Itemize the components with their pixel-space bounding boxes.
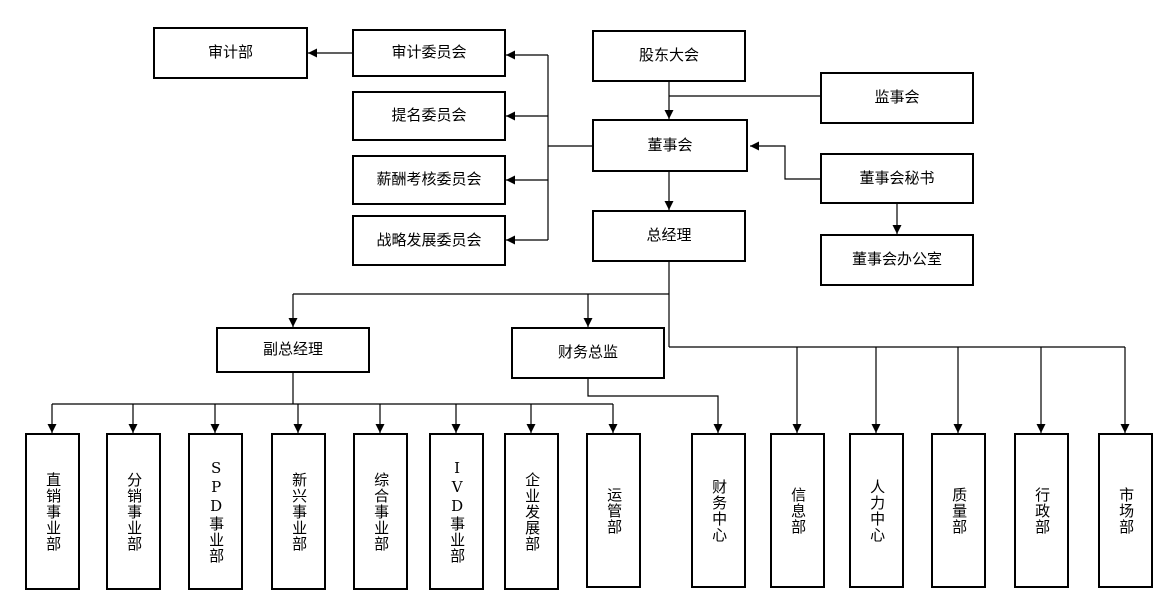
deputy-general-manager-box: 副总经理 — [216, 327, 370, 373]
board-secretary-box: 董事会秘书 — [820, 153, 974, 204]
spd-box: SPD事业部 — [188, 433, 243, 590]
strategy-committee-box: 战略发展委员会 — [352, 215, 506, 266]
general-manager-label: 总经理 — [646, 226, 692, 245]
finance-center-box: 财务中心 — [691, 433, 746, 588]
distribution-label: 分销事业部 — [125, 471, 144, 552]
board-office-label: 董事会办公室 — [851, 250, 942, 269]
audit-committee-label: 审计委员会 — [391, 43, 467, 62]
deputy-general-manager-label: 副总经理 — [262, 340, 323, 359]
finance-center-label: 财务中心 — [710, 478, 729, 543]
shareholders-meeting-label: 股东大会 — [638, 46, 699, 65]
general-manager-box: 总经理 — [592, 210, 746, 262]
marketing-label: 市场部 — [1117, 486, 1136, 535]
strategy-committee-label: 战略发展委员会 — [376, 230, 482, 249]
line-secretary-to-board — [750, 141, 820, 180]
information-label: 信息部 — [789, 486, 808, 535]
information-box: 信息部 — [770, 433, 825, 588]
direct-sales-label: 直销事业部 — [44, 471, 63, 552]
operations-box: 运管部 — [586, 433, 641, 588]
supervisory-board-box: 监事会 — [820, 72, 974, 124]
cfo-box: 财务总监 — [511, 327, 665, 379]
distribution-box: 分销事业部 — [106, 433, 161, 590]
board-label: 董事会 — [647, 135, 693, 154]
comprehensive-label: 综合事业部 — [372, 471, 391, 552]
emerging-box: 新兴事业部 — [271, 433, 326, 590]
nomination-committee-label: 提名委员会 — [391, 106, 467, 125]
hr-center-label: 人力中心 — [868, 478, 887, 543]
board-office-box: 董事会办公室 — [820, 234, 974, 286]
line-cfo-to-finance — [587, 379, 723, 433]
corp-development-label: 企业发展部 — [523, 471, 542, 552]
compensation-committee-label: 薪酬考核委员会 — [376, 170, 482, 189]
supervisory-board-label: 监事会 — [874, 88, 920, 107]
quality-label: 质量部 — [950, 486, 969, 535]
audit-dept-label: 审计部 — [207, 43, 253, 62]
compensation-committee-box: 薪酬考核委员会 — [352, 155, 506, 205]
ivd-box: IVD事业部 — [429, 433, 484, 590]
cfo-label: 财务总监 — [557, 343, 618, 362]
emerging-label: 新兴事业部 — [290, 471, 309, 552]
nomination-committee-box: 提名委员会 — [352, 91, 506, 141]
audit-dept-box: 审计部 — [153, 27, 308, 79]
comprehensive-box: 综合事业部 — [353, 433, 408, 590]
administration-label: 行政部 — [1033, 486, 1052, 535]
ivd-label: IVD事业部 — [448, 459, 467, 564]
board-secretary-label: 董事会秘书 — [859, 168, 935, 187]
spd-label: SPD事业部 — [207, 459, 226, 564]
direct-sales-box: 直销事业部 — [25, 433, 80, 590]
corp-development-box: 企业发展部 — [504, 433, 559, 590]
administration-box: 行政部 — [1014, 433, 1069, 588]
hr-center-box: 人力中心 — [849, 433, 904, 588]
operations-label: 运管部 — [605, 486, 624, 535]
board-box: 董事会 — [592, 119, 748, 172]
shareholders-meeting-box: 股东大会 — [592, 30, 746, 82]
audit-committee-box: 审计委员会 — [352, 29, 506, 77]
quality-box: 质量部 — [931, 433, 986, 588]
marketing-box: 市场部 — [1098, 433, 1153, 588]
